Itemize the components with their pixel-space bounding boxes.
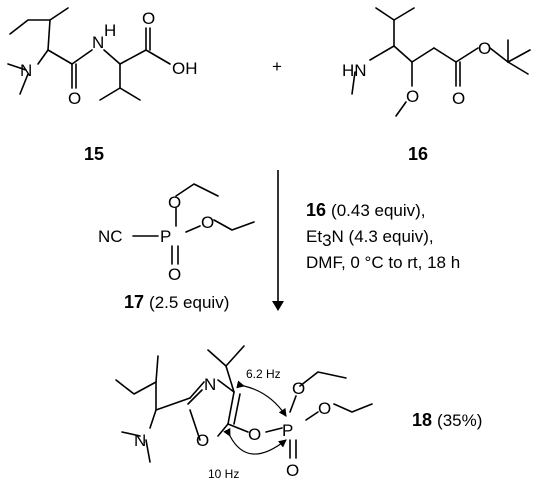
compound-16-number: 16: [408, 144, 428, 164]
compound-16-structure: HN O O O: [342, 7, 531, 117]
conditions-line-2: Et3N (4.3 equiv),: [306, 227, 434, 250]
coupling-label-upper: 6.2 Hz: [246, 367, 281, 381]
conditions-line-1: 16(0.43 equiv),: [306, 200, 426, 220]
product-18-structure: N O N O P O O O: [115, 345, 373, 480]
compound-15-number: 15: [84, 144, 104, 164]
atom-o-acid: O: [142, 9, 155, 28]
atom-hn: HN: [342, 61, 367, 80]
atom-o-methoxy: O: [406, 87, 419, 106]
atom-o-right: O: [318, 399, 331, 418]
coupling-arrow-upper: [236, 380, 287, 417]
coupling-label-lower: 10 Hz: [208, 467, 239, 481]
atom-p-18: P: [282, 421, 293, 440]
plus-sign: +: [272, 57, 282, 76]
atom-oh: OH: [172, 59, 198, 78]
atom-o1-17: O: [168, 193, 181, 212]
atom-o2-17: O: [201, 213, 214, 232]
compound-15-structure: N N H O O OH: [7, 7, 198, 108]
atom-p-17: P: [160, 227, 171, 246]
hashed-bond: [49, 7, 69, 21]
atom-o-link: O: [248, 425, 261, 444]
hashed-bond-18: [155, 355, 159, 383]
reagent-17-label: 17(2.5 equiv): [124, 292, 229, 312]
atom-o-ring: O: [196, 431, 209, 450]
atom-o-carbonyl: O: [68, 89, 81, 108]
atom-o3-17: O: [168, 265, 181, 284]
atom-h-amide: H: [104, 21, 116, 40]
reagent-17-structure: NC P O O O: [98, 183, 255, 284]
atom-n-ring: N: [204, 375, 216, 394]
atom-nc: NC: [98, 227, 123, 246]
atom-o-ester: O: [478, 39, 491, 58]
coupling-arrow-lower: [223, 427, 287, 455]
atom-o-up: O: [292, 379, 305, 398]
atom-n-amine: N: [20, 61, 32, 80]
atom-n-amide: N: [92, 33, 104, 52]
product-18-label: 18(35%): [412, 410, 482, 430]
atom-n-dimethyl: N: [134, 431, 146, 450]
conditions-line-3: DMF, 0 °C to rt, 18 h: [306, 253, 460, 272]
atom-o-carbonyl-16: O: [452, 89, 465, 108]
atom-o-double: O: [286, 461, 299, 480]
